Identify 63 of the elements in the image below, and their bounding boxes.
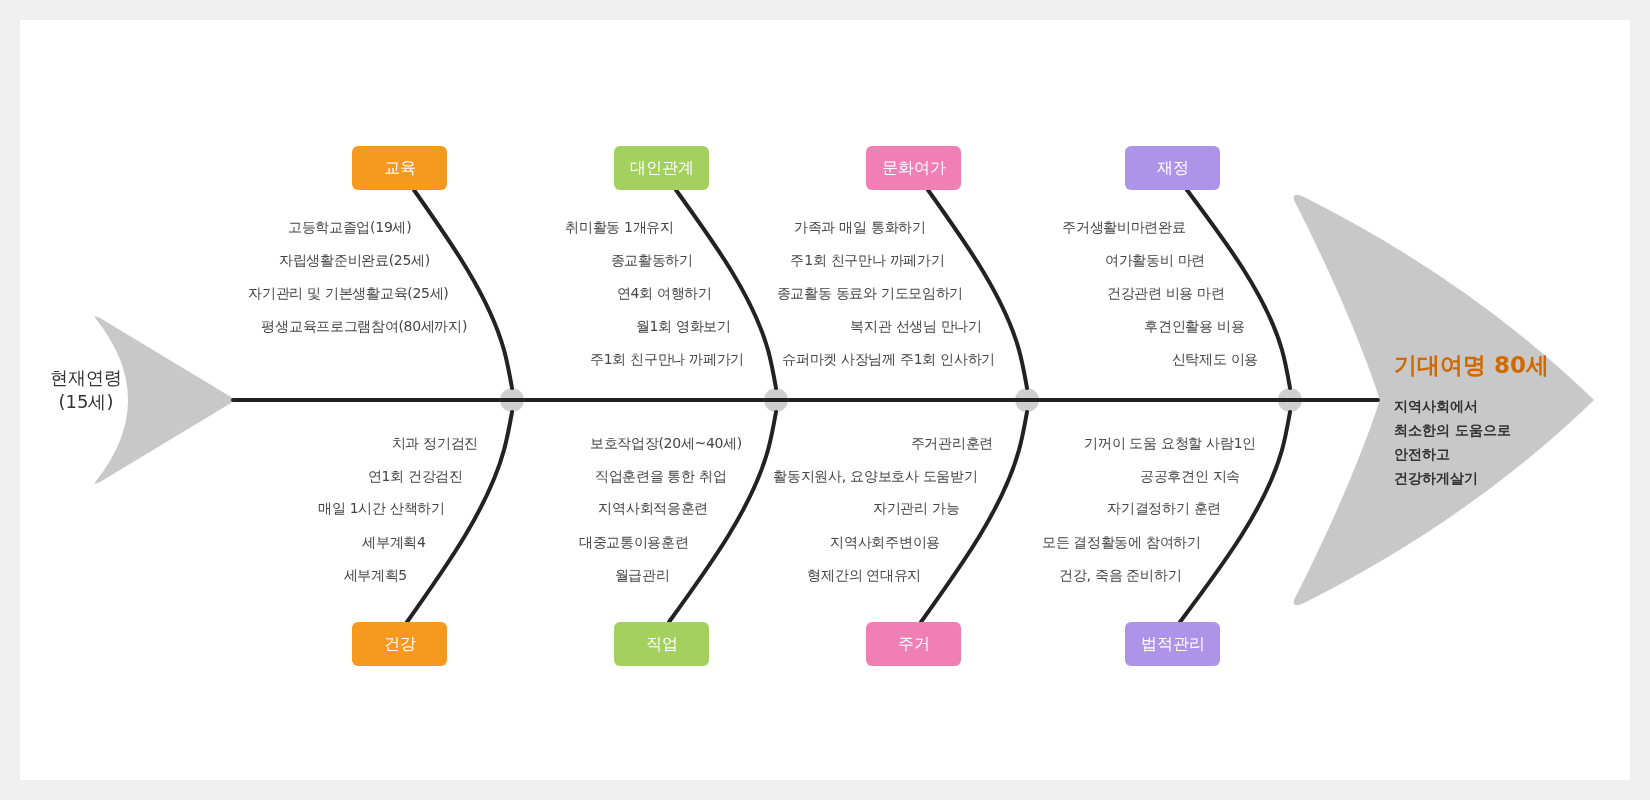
spine-line <box>522 398 766 402</box>
bone-line <box>919 410 1029 624</box>
plan-item: 월1회 영화보기 <box>635 318 731 336</box>
plan-item: 자기관리 가능 <box>873 500 960 518</box>
plan-item: 활동지원사, 요양보호사 도움받기 <box>773 468 978 486</box>
plan-item: 주거생활비마련완료 <box>1062 219 1186 237</box>
plan-item: 건강관련 비용 마련 <box>1106 285 1225 303</box>
plan-item: 주1회 친구만나 까페가기 <box>590 351 744 369</box>
plan-item: 형제간의 연대유지 <box>807 567 922 585</box>
plan-item: 주거관리훈련 <box>910 435 993 453</box>
category-box: 대인관계 <box>614 146 709 190</box>
category-box: 문화여가 <box>866 146 961 190</box>
plan-item: 종교활동 동료와 기도모임하기 <box>776 285 964 303</box>
plan-item: 종교활동하기 <box>610 252 693 270</box>
plan-item: 세부계획4 <box>362 534 426 552</box>
plan-item: 직업훈련을 통한 취업 <box>594 468 727 486</box>
spine-line <box>1037 398 1280 402</box>
plan-item: 연1회 건강검진 <box>367 468 463 486</box>
plan-item: 평생교육프로그램참여(80세까지) <box>261 318 468 336</box>
plan-item: 복지관 선생님 만나기 <box>850 318 982 336</box>
plan-item: 지역사회주변이용 <box>830 534 940 552</box>
plan-item: 후견인활용 비용 <box>1144 318 1245 336</box>
plan-item: 취미활동 1개유지 <box>565 219 674 237</box>
spine-line <box>1300 398 1380 402</box>
category-box: 건강 <box>352 622 447 666</box>
plan-item: 치과 정기검진 <box>391 435 478 453</box>
category-box: 주거 <box>866 622 961 666</box>
spine-line <box>231 398 502 402</box>
plan-item: 보호작업장(20세~40세) <box>589 435 742 453</box>
start-age-label: 현재연령 (15세) <box>49 366 123 414</box>
goal-description: 지역사회에서 최소한의 도움으로 안전하고 건강하게살기 <box>1394 397 1512 488</box>
bone-line <box>667 410 778 624</box>
bone-line <box>412 188 514 390</box>
plan-item: 고등학교졸업(19세) <box>287 219 412 237</box>
plan-item: 자기관리 및 기본생활교육(25세) <box>248 285 449 303</box>
plan-item: 건강, 죽음 준비하기 <box>1059 567 1182 585</box>
plan-item: 연4회 여행하기 <box>616 285 712 303</box>
plan-item: 주1회 친구만나 까페가기 <box>790 252 945 270</box>
plan-item: 공공후견인 지속 <box>1139 468 1240 486</box>
plan-item: 자립생활준비완료(25세) <box>279 252 430 270</box>
plan-item: 지역사회적응훈련 <box>598 500 709 518</box>
bone-line <box>1185 188 1292 390</box>
plan-item: 여가활동비 마련 <box>1105 252 1206 270</box>
plan-item: 슈퍼마켓 사장님께 주1회 인사하기 <box>782 351 995 369</box>
plan-item: 신탁제도 이용 <box>1171 351 1258 369</box>
spine-line <box>786 398 1017 402</box>
plan-item: 가족과 매일 통화하기 <box>794 219 926 237</box>
plan-item: 세부계획5 <box>343 567 407 585</box>
plan-item: 매일 1시간 산책하기 <box>318 500 445 518</box>
bone-line <box>926 188 1029 390</box>
plan-item: 월급관리 <box>614 567 670 585</box>
plan-item: 자기결정하기 훈련 <box>1107 500 1221 518</box>
bone-line <box>405 410 514 624</box>
bone-line <box>674 188 778 390</box>
category-box: 직업 <box>614 622 709 666</box>
plan-item: 모든 결정활동에 참여하기 <box>1041 534 1201 552</box>
bone-line <box>1178 410 1292 624</box>
plan-item: 기꺼이 도움 요청할 사람1인 <box>1084 435 1256 453</box>
plan-item: 대중교통이용훈련 <box>578 534 689 552</box>
goal-title: 기대여명 80세 <box>1394 351 1549 380</box>
category-box: 재정 <box>1125 146 1220 190</box>
category-box: 교육 <box>352 146 447 190</box>
category-box: 법적관리 <box>1125 622 1220 666</box>
